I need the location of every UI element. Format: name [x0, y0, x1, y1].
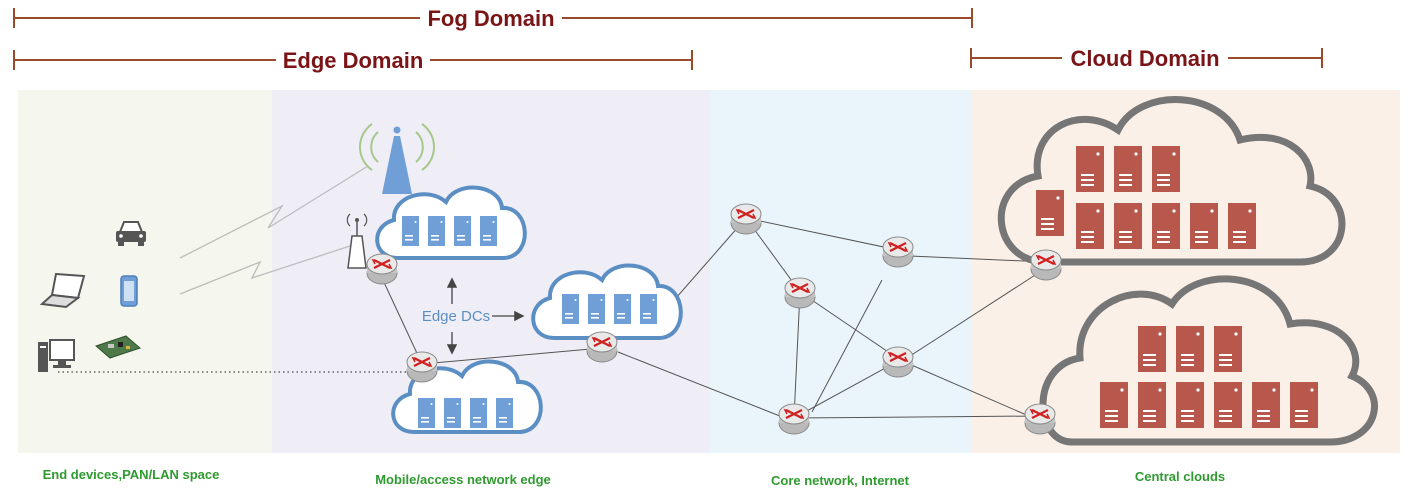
router-icon [1029, 248, 1063, 282]
zone-label-core: Core network, Internet [771, 473, 910, 488]
zone-label-mobile-edge: Mobile/access network edge [375, 472, 551, 487]
wireless-link-lower [179, 245, 351, 295]
zone-end-devices-bg [18, 90, 272, 453]
router-icon [1023, 402, 1057, 436]
circuit-board-icon [95, 335, 141, 359]
edge-cloud-upper [375, 185, 527, 260]
router-icon [881, 235, 915, 269]
fog-domain-label: Fog Domain [427, 6, 554, 31]
network-links [381, 217, 1047, 421]
wireless-link-upper [179, 165, 369, 259]
router-icon [585, 330, 619, 364]
central-cloud-upper [997, 96, 1346, 266]
edge-cloud-middle [531, 263, 683, 340]
cell-tower-icon [359, 123, 435, 194]
zone-core-bg [710, 90, 972, 453]
laptop-icon [39, 272, 86, 309]
fog-domain-bracket [13, 8, 973, 28]
router-icon [783, 276, 817, 310]
zone-label-central: Central clouds [1135, 469, 1225, 484]
edge-domain-bracket [13, 50, 693, 70]
router-icon [777, 402, 811, 436]
smartphone-icon [120, 275, 138, 307]
cloud-domain-bracket [970, 48, 1323, 68]
antenna-icon [346, 213, 368, 269]
router-icon [729, 202, 763, 236]
router-icon [405, 350, 439, 384]
car-icon [116, 221, 146, 246]
router-icon [881, 345, 915, 379]
central-cloud-lower [1039, 275, 1378, 446]
cloud-domain-label: Cloud Domain [1070, 46, 1219, 71]
zone-label-end-devices: End devices,PAN/LAN space [43, 467, 220, 482]
edge-domain-label: Edge Domain [283, 48, 424, 73]
edge-dcs-label: Edge DCs [422, 308, 490, 325]
router-icon [365, 252, 399, 286]
desktop-computer-icon [38, 339, 75, 372]
